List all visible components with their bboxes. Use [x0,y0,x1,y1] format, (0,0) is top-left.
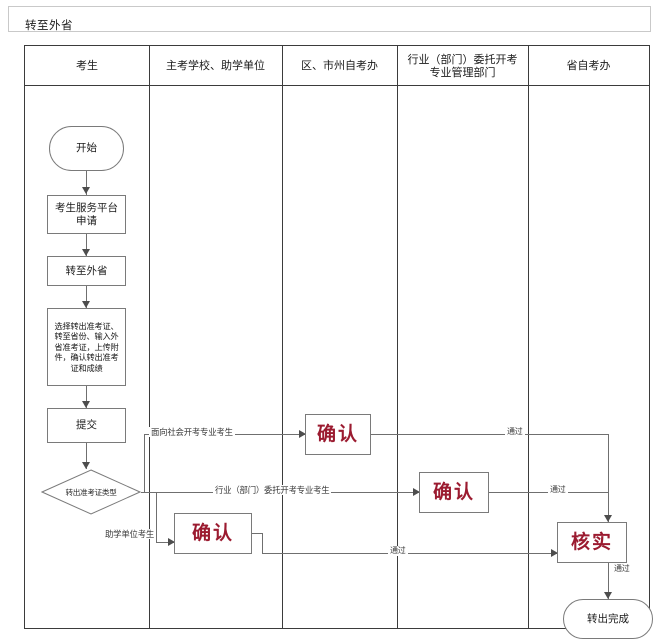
arrowhead-down [604,592,612,599]
diamond-shape [41,469,141,515]
connector-transfer-select [86,286,87,308]
node-label: 转至外省 [65,264,108,277]
arrowhead-down [604,515,612,522]
edge-label-support-unit: 助学单位考生 [103,529,157,539]
node-label: 确认 [316,423,359,445]
node-label: 提交 [76,419,97,431]
swimlane-diagram: 考生 主考学校、助学单位 区、市州自考办 行业（部门）委托开考 专业管理部门 省… [24,45,653,639]
arrowhead-down [82,249,90,256]
node-label: 考生服务平台 申请 [55,201,118,227]
edge-label-pass-top: 通过 [505,427,525,437]
connector-select-submit [86,386,87,408]
connector-pass-low-drop [262,533,263,553]
connector-submit-decision [86,443,87,469]
node-start[interactable]: 开始 [49,126,124,171]
node-label: 转出准考证类型 [65,487,117,497]
node-transfer-out[interactable]: 转至外省 [47,256,126,286]
arrowhead-right [551,549,558,557]
lane-header-label: 行业（部门）委托开考 专业管理部门 [407,52,518,79]
connector-decision-right [141,492,169,493]
arrowhead-right [168,538,175,546]
lane-header-label: 省自考办 [566,59,611,72]
lane-header-district: 区、市州自考办 [282,46,397,85]
arrowhead-down [82,462,90,469]
connector-pass-low [262,553,557,554]
node-label: 开始 [76,142,97,154]
node-verify[interactable]: 核实 [557,522,627,563]
lane-divider-4 [528,46,529,628]
connector-verify-finish [608,553,609,599]
node-confirm-industry[interactable]: 确认 [419,472,489,513]
lane-divider-3 [397,46,398,628]
connector-pass-top [371,434,609,435]
node-label: 转出完成 [587,612,629,625]
node-submit[interactable]: 提交 [47,408,126,443]
window-title-bar: 转至外省 [8,6,651,32]
lane-header-label: 区、市州自考办 [301,59,378,72]
connector-branch-support [156,542,174,543]
lane-header-label: 主考学校、助学单位 [166,59,265,72]
connector-branch-support-down [156,492,157,542]
edge-label-pass-low: 通过 [388,546,408,556]
lane-header-candidate: 考生 [25,46,149,85]
lane-divider-1 [149,46,150,628]
node-label: 确认 [191,522,234,544]
arrowhead-right [299,430,306,438]
edge-label-industry-major: 行业（部门）委托开考专业考生 [213,485,332,495]
connector-start-apply [86,171,87,195]
node-label: 选择转出准考证、转至省份、输入外省准考证，上传附件，确认转出准考证和成绩 [54,320,119,373]
node-apply[interactable]: 考生服务平台 申请 [47,195,126,234]
edge-label-pass-mid: 通过 [548,485,568,495]
lane-header-province: 省自考办 [528,46,649,85]
lane-header-school: 主考学校、助学单位 [149,46,282,85]
node-confirm-district[interactable]: 确认 [305,414,371,455]
connector-pass-low-stub [252,533,262,534]
arrowhead-down [82,187,90,194]
node-label: 确认 [432,481,475,503]
arrowhead-down [82,301,90,308]
node-decision[interactable]: 转出准考证类型 [41,469,141,515]
lane-header-industry: 行业（部门）委托开考 专业管理部门 [397,46,528,85]
connector-apply-transfer [86,234,87,256]
lane-divider-2 [282,46,283,628]
edge-label-society-major: 面向社会开考专业考生 [149,427,235,437]
arrowhead-down [82,401,90,408]
edge-label-pass-final: 通过 [612,564,632,574]
page-title: 转至外省 [25,18,73,32]
node-confirm-school[interactable]: 确认 [174,513,252,554]
node-select-info[interactable]: 选择转出准考证、转至省份、输入外省准考证，上传附件，确认转出准考证和成绩 [47,308,126,386]
arrowhead-right [413,488,420,496]
lane-header-label: 考生 [76,59,98,72]
node-finish[interactable]: 转出完成 [563,599,653,639]
header-divider [25,85,649,86]
node-label: 核实 [570,531,613,553]
connector-branch-society-up [144,434,145,493]
connector-pass-top-down [608,434,609,522]
